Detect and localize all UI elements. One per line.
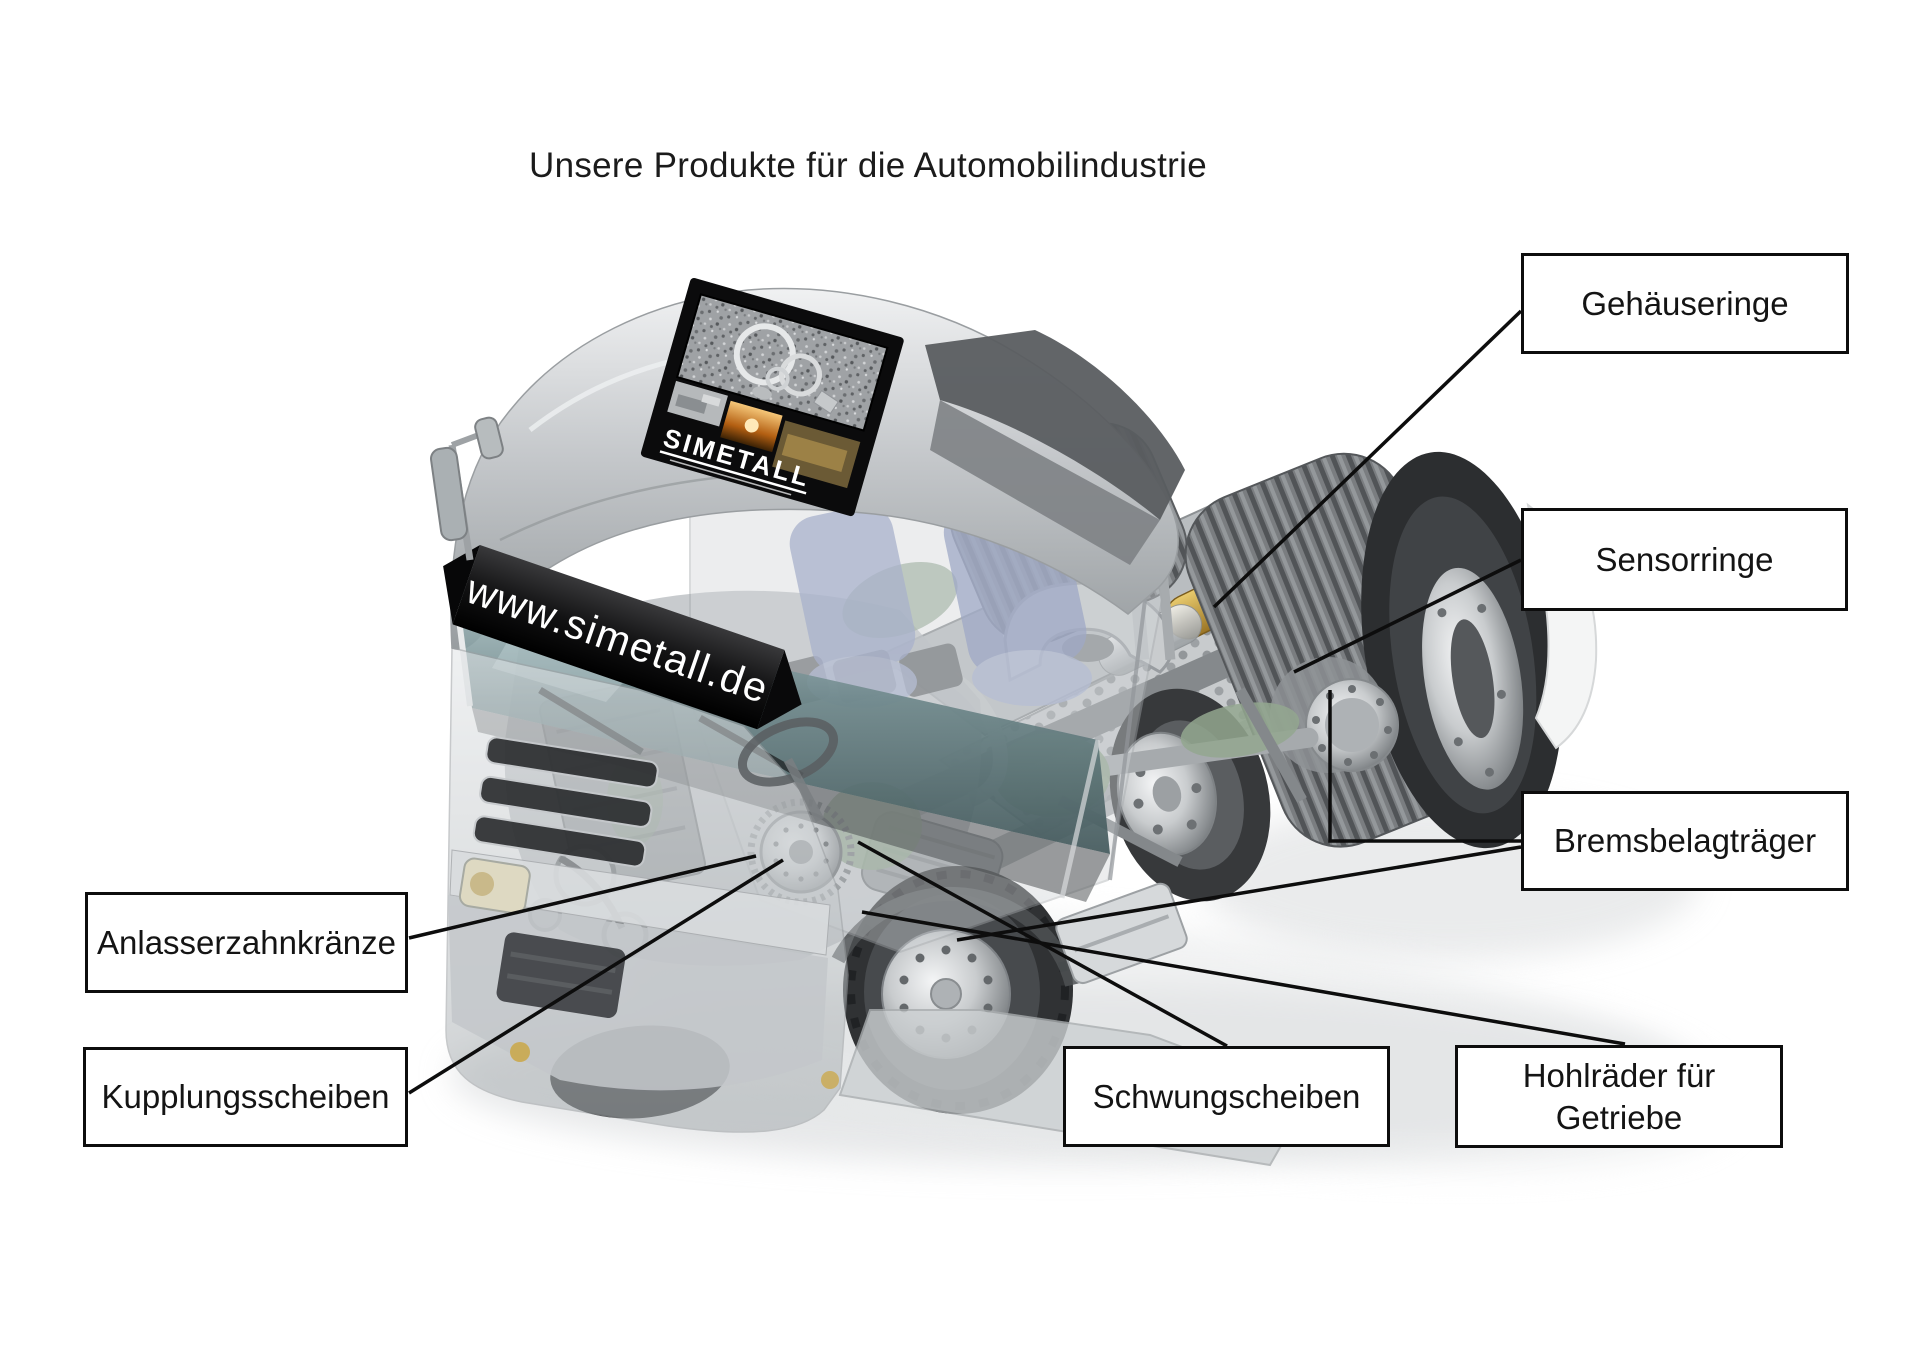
label-gehaeuseringe-text: Gehäuseringe — [1581, 284, 1789, 322]
lower-intake — [496, 932, 626, 1018]
billboard-ring-small — [765, 366, 790, 391]
leader-line-sensorringe — [1293, 558, 1522, 674]
label-sensorringe-text: Sensorringe — [1595, 540, 1774, 578]
label-sensorringe: Sensorringe — [1521, 508, 1848, 611]
billboard-insert-part — [813, 389, 839, 415]
headlight — [458, 857, 531, 915]
leader-line-schwungscheiben — [857, 840, 1228, 1048]
label-schwungscheiben: Schwungscheiben — [1063, 1046, 1390, 1147]
fairing-shadow-band — [930, 400, 1160, 565]
rear-near-wheel — [1361, 451, 1563, 849]
page-title: Unsere Produkte für die Automobilindustr… — [529, 146, 1207, 185]
side-mirror — [430, 416, 504, 561]
leader-line-gehaeuseringe — [1212, 309, 1523, 609]
label-bremsbelagtraeger: Bremsbelagträger — [1521, 791, 1849, 891]
label-kupplungsscheiben-text: Kupplungsscheiben — [101, 1078, 390, 1116]
label-gehaeuseringe: Gehäuseringe — [1521, 253, 1849, 354]
suspension-arm — [1235, 687, 1307, 803]
door-pillar — [1059, 739, 1101, 899]
label-anlasserzahnkraenze: Anlasserzahnkränze — [85, 892, 408, 993]
label-hohlraeder-getriebe: Hohlräder für Getriebe — [1455, 1045, 1783, 1148]
label-hohlraeder-getriebe-text: Hohlräder für Getriebe — [1522, 1057, 1716, 1136]
label-anlasserzahnkraenze-text: Anlasserzahnkränze — [97, 923, 396, 961]
label-bremsbelagtraeger-text: Bremsbelagträger — [1553, 822, 1817, 860]
roof-billboard: SIMETALL — [640, 278, 904, 517]
bumper-chrome-band — [449, 849, 831, 956]
fog-light — [510, 1042, 530, 1062]
leader-line-anlasserzahnkraenze — [408, 854, 757, 940]
billboard-tagline-line — [669, 459, 792, 496]
leader-line-kupplungsscheiben — [408, 858, 784, 1095]
fairing-shadow-side — [925, 330, 1185, 520]
radiator-grille — [472, 736, 659, 868]
billboard-ring-large — [733, 323, 796, 386]
leader-line-bremsbelagtraeger-rear — [1328, 690, 1521, 843]
cab-front — [445, 647, 849, 1133]
fog-light — [821, 1071, 839, 1089]
label-schwungscheiben-text: Schwungscheiben — [1092, 1077, 1361, 1115]
label-kupplungsscheiben: Kupplungsscheiben — [83, 1047, 408, 1147]
leader-line-bremsbelagtraeger-front — [956, 845, 1522, 942]
leader-line-hohlraeder — [861, 910, 1626, 1046]
steering-wheel — [737, 717, 839, 823]
billboard-underline — [659, 450, 807, 495]
